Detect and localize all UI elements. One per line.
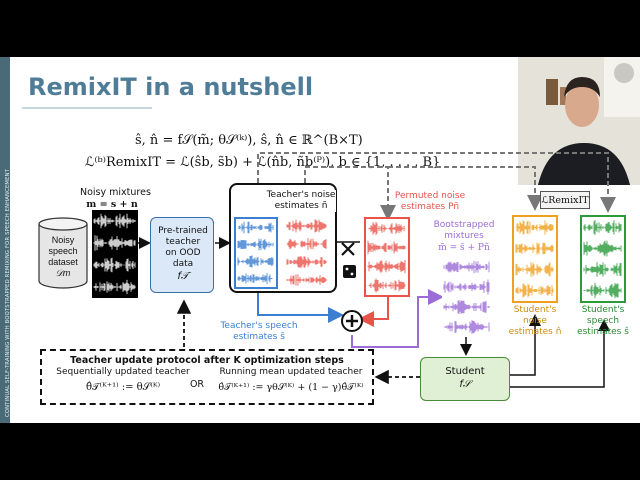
waveform-row [93,213,136,229]
teacher-noise-label-2: estimates ñ [266,201,336,212]
protocol-mean-eq: θ̂𝒯⁽ᴷ⁺¹⁾ := γθ𝒮⁽ᴷ⁾ + (1 − γ)θ̂𝒯⁽ᴷ⁾ [218,382,364,393]
teacher-speech-label-2: estimates s̃ [233,332,285,342]
permuted-noise-label-1: Permuted noise [394,191,466,201]
student-noise-label-2: noise [523,316,547,326]
waveform-row [367,240,406,255]
dataset-label-3: dataset [48,257,78,267]
teacher-noise-label-1: Teacher's noise [266,190,336,201]
waveform-row [286,255,327,269]
waveform-row [286,274,327,286]
student-noise-label-1: Student's [513,305,557,315]
waveform-row [367,278,406,293]
student-speech-waveforms [580,215,626,303]
teacher-model-box: Pre-trained teacher on OOD data f𝒯 [150,217,214,293]
teacher-speech-label-1: Teacher's speech [220,321,298,331]
protocol-or: OR [189,379,205,390]
waveform-row [443,300,490,314]
diagram-connectors [138,152,616,388]
protocol-title: Teacher update protocol after K optimiza… [70,355,344,366]
waveform-row [93,279,136,295]
student-noise-label-3: estimates n̂ [508,327,562,337]
bootstrapped-label-2: mixtures [444,231,484,241]
bootstrapped-waveforms [442,257,492,337]
student-label-1: Student [445,366,485,377]
update-protocol-box: Teacher update protocol after K optimiza… [40,349,374,405]
waveform-row [443,279,490,295]
waveform-row [515,262,554,277]
equation-estimates: ŝ, n̂ = f𝒮(m̃; θ𝒮⁽ᵏ⁾), ŝ, n̂ ∈ ℝ^(B×T) [135,133,363,148]
waveform-row [93,235,136,251]
video-bottom-bar [0,423,640,480]
student-noise-waveforms [512,215,558,303]
teacher-label-4: data [172,259,194,269]
teacher-speech-waveforms [234,217,278,289]
slide-title: RemixIT in a nutshell [28,73,314,101]
equation-loss: ℒ⁽ᵇ⁾RemixIT = ℒ(ŝb, s̃b) + ℒ(n̂b, ñb⁽ᴾ⁾)… [85,155,441,170]
dataset-label-4: 𝒟m [55,268,71,278]
dataset-label-1: Noisy [51,235,75,245]
bootstrapped-label-1: Bootstrapped [433,220,495,230]
teacher-label-5: f𝒯 [177,271,189,282]
protocol-mean-label: Running mean updated teacher [219,367,363,377]
teacher-label-2: teacher [165,237,201,247]
webcam-feed [518,57,640,185]
waveform-row [583,220,622,235]
protocol-seq-label: Sequentially updated teacher [56,367,190,377]
student-label-2: f𝒮 [459,379,471,390]
teacher-noise-waveforms [285,217,329,289]
dataset-cylinder: Noisy speech dataset 𝒟m [38,217,88,289]
waveform-row [515,242,554,255]
waveform-row [286,219,327,233]
teacher-label-1: Pre-trained [158,226,208,236]
permuted-noise-waveforms [364,217,410,297]
waveform-row [237,255,274,268]
loss-label: ℒRemixIT [541,195,589,206]
waveform-row [515,283,554,298]
waveform-row [93,257,136,273]
student-speech-label-2: speech [586,316,620,326]
waveform-row [443,260,490,274]
protocol-seq-eq: θ̂𝒯⁽ᴷ⁺¹⁾ := θ𝒮⁽ᴷ⁾ [85,382,161,393]
bootstrapped-label-3: m̃ = s̃ + Pñ [438,243,490,253]
waveform-row [237,238,274,251]
slide: CONTINUAL SELF-TRAINING WITH BOOTSTRAPPE… [0,57,640,423]
waveform-row [237,221,274,234]
waveform-row [286,238,327,250]
waveform-row [237,272,274,285]
waveform-row [583,262,622,277]
student-speech-label-3: estimates ŝ [577,327,629,337]
dataset-label-2: speech [48,246,78,256]
waveform-row [367,221,406,236]
waveform-row [367,259,406,274]
waveform-row [515,220,554,235]
noisy-mixtures-waveforms [92,210,138,298]
student-speech-label-1: Student's [581,305,625,315]
student-model-box: Student f𝒮 [420,357,510,401]
title-underline [22,107,152,109]
waveform-row [443,320,490,334]
noisy-mixtures-label: Noisy mixtures [80,187,151,198]
loss-label-box: ℒRemixIT [540,191,590,209]
waveform-row [583,282,622,299]
permuted-noise-label-2: estimates Pñ [400,202,460,212]
sidebar: CONTINUAL SELF-TRAINING WITH BOOTSTRAPPE… [0,57,11,423]
noisy-mixtures-eq: m = s + n [86,199,138,210]
waveform-row [583,240,622,257]
teacher-label-3: on OOD [165,248,201,258]
